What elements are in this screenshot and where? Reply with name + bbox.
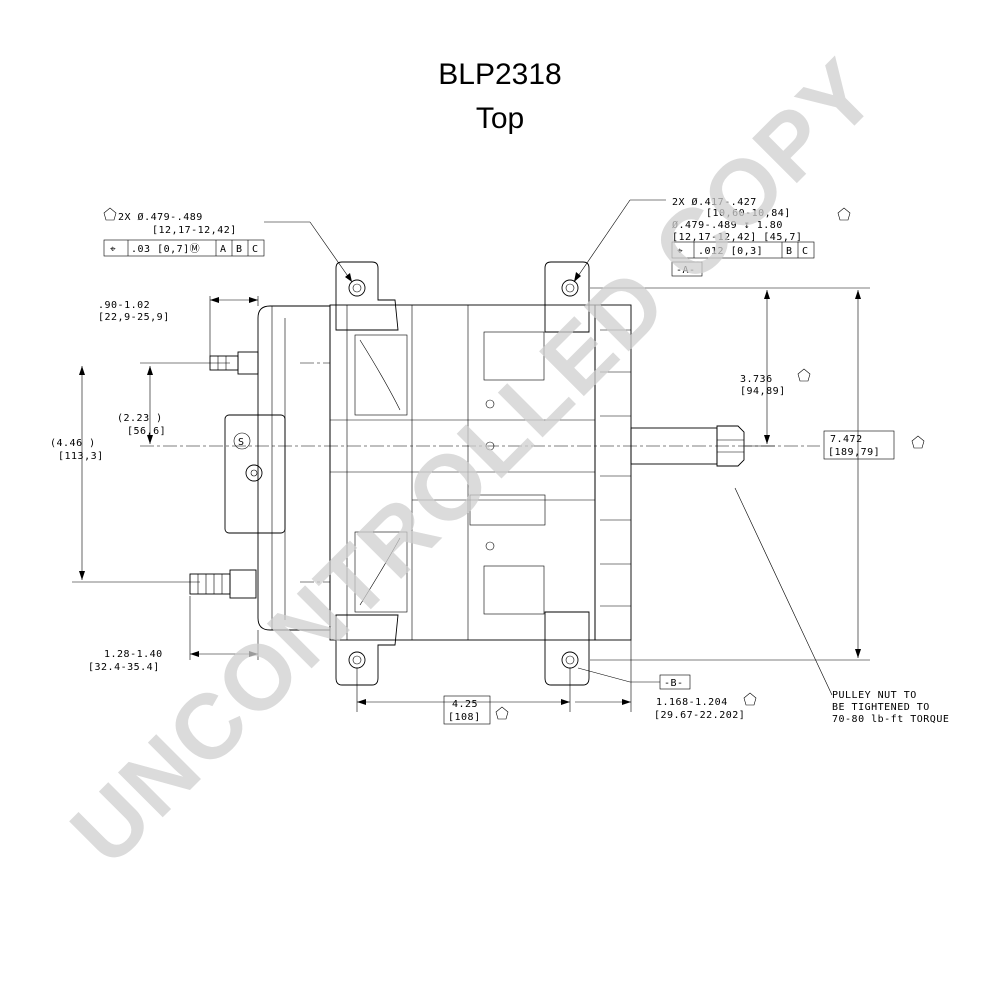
dimension-lines bbox=[72, 199, 870, 712]
full-height-dim: (4.46 ) bbox=[50, 438, 96, 449]
mount-ear-bottom-left bbox=[335, 614, 399, 686]
svg-text:[108]: [108] bbox=[448, 712, 481, 723]
fcf-left: ⌖ .03 [0,7]Ⓜ A B C bbox=[103, 239, 265, 257]
lower-offset-dim: 1.28-1.40 bbox=[104, 649, 163, 660]
svg-text:C: C bbox=[802, 246, 809, 257]
svg-text:.03 [0,7]Ⓜ: .03 [0,7]Ⓜ bbox=[131, 243, 200, 255]
alternator-body: S bbox=[140, 261, 820, 686]
total-height-dim: 7.472 bbox=[830, 434, 863, 445]
pulley-nut bbox=[716, 425, 745, 467]
pentagon-icon bbox=[103, 207, 925, 720]
position-tolerance-icon: ⌖ bbox=[110, 244, 116, 255]
svg-text:[12,17-12,42] [45,7]: [12,17-12,42] [45,7] bbox=[672, 232, 802, 243]
mount-ear-bottom-right bbox=[544, 611, 590, 686]
svg-text:70-80 lb-ft TORQUE: 70-80 lb-ft TORQUE bbox=[832, 714, 949, 725]
svg-text:B: B bbox=[786, 246, 793, 257]
total-height-box bbox=[823, 430, 895, 460]
hole-right-callout: 2X Ø.417-.427 bbox=[672, 196, 757, 208]
mount-hole-top-left bbox=[348, 279, 366, 297]
uncontrolled-copy-watermark: UNCONTROLLED COPY bbox=[52, 40, 896, 884]
svg-text:[22,9-25,9]: [22,9-25,9] bbox=[98, 312, 170, 323]
mount-hole-top-right bbox=[561, 279, 579, 297]
pulley-note: PULLEY NUT TO bbox=[832, 690, 917, 701]
datum-a: -A- bbox=[676, 265, 696, 276]
svg-text:[12,17-12,42]: [12,17-12,42] bbox=[152, 225, 237, 236]
flange-dim: 1.168-1.204 bbox=[656, 697, 728, 708]
svg-text:[10,60-10,84]: [10,60-10,84] bbox=[706, 208, 791, 219]
fcf-right: ⌖ .012 [0,3] B C -A- bbox=[671, 241, 815, 277]
svg-text:[56,6]: [56,6] bbox=[127, 426, 166, 437]
housing-label: S bbox=[238, 437, 245, 448]
svg-text:-B-: -B- bbox=[664, 678, 684, 689]
svg-text:A: A bbox=[220, 244, 227, 255]
drive-end-fan bbox=[594, 304, 632, 641]
terminal-stud bbox=[245, 464, 263, 482]
position-tolerance-icon: ⌖ bbox=[677, 246, 683, 257]
svg-text:[94,89]: [94,89] bbox=[740, 386, 786, 397]
svg-text:Ø.479-.489 ↧ 1.80: Ø.479-.489 ↧ 1.80 bbox=[672, 219, 783, 231]
svg-text:[32.4-35.4]: [32.4-35.4] bbox=[88, 662, 160, 673]
hole-spacing-box bbox=[443, 695, 491, 725]
datum-b-box: -B- bbox=[659, 674, 691, 690]
terminal-offset-dim: .90-1.02 bbox=[98, 300, 150, 311]
svg-text:[29.67-22.202]: [29.67-22.202] bbox=[654, 710, 745, 721]
lower-terminal bbox=[189, 569, 257, 599]
svg-text:B: B bbox=[236, 244, 243, 255]
svg-text:[113,3]: [113,3] bbox=[58, 451, 104, 462]
svg-text:[189,79]: [189,79] bbox=[828, 447, 880, 458]
view-label: Top bbox=[475, 102, 525, 135]
drawing-title: BLP2318 bbox=[438, 58, 562, 91]
svg-text:BE TIGHTENED TO: BE TIGHTENED TO bbox=[832, 702, 930, 713]
dimension-text: 2X Ø.479-.489 [12,17-12,42] 2X Ø.417-.42… bbox=[50, 196, 949, 725]
svg-text:.012 [0,3]: .012 [0,3] bbox=[698, 246, 763, 257]
hole-left-callout: 2X Ø.479-.489 bbox=[118, 211, 203, 223]
mount-ear-top-right bbox=[544, 261, 590, 333]
regulator-housing bbox=[224, 414, 286, 534]
mount-ear-top-left bbox=[335, 261, 399, 331]
upper-height-dim: 3.736 bbox=[740, 374, 773, 385]
mount-hole-bottom-right bbox=[561, 651, 579, 669]
svg-text:C: C bbox=[252, 244, 259, 255]
hole-spacing-dim: 4.25 bbox=[452, 699, 478, 710]
half-height-dim: (2.23 ) bbox=[117, 413, 163, 424]
